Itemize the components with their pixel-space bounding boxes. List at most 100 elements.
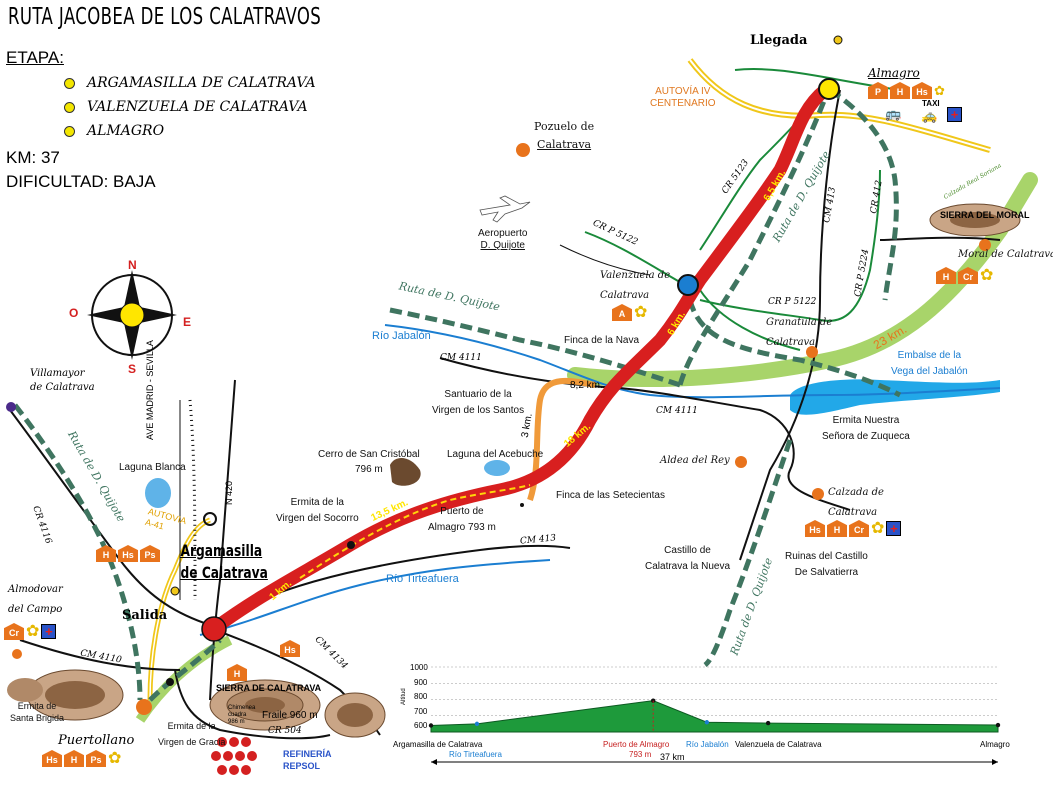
profile-label-jabalon: Río Jabalón bbox=[686, 740, 729, 749]
profile-point bbox=[995, 722, 1001, 728]
stage-dot-icon bbox=[64, 101, 75, 113]
llegada-marker bbox=[833, 35, 843, 45]
profile-point bbox=[428, 723, 434, 728]
profile-label-puerto-alt: 793 m bbox=[629, 750, 652, 759]
almodovar-marker bbox=[12, 649, 22, 659]
rio-tirteafuera-label: Río Tirteafuera bbox=[386, 573, 459, 585]
taxi-label: TAXI bbox=[922, 99, 940, 108]
road-cm4111 bbox=[439, 357, 851, 511]
laguna-acebuche-label: Laguna del Acebuche bbox=[447, 449, 544, 460]
road-label: CR 504 bbox=[268, 726, 302, 736]
profile-label-valenzuela: Valenzuela de Calatrava bbox=[735, 740, 822, 749]
laguna-acebuche-shape bbox=[484, 460, 510, 476]
profile-area bbox=[430, 700, 999, 733]
road-cr4116 bbox=[9, 409, 211, 626]
salida-services: Hs bbox=[280, 640, 302, 658]
salida-label: Salida bbox=[122, 608, 168, 623]
profile-ytick: 600 bbox=[414, 721, 428, 730]
ruta-quijote-west bbox=[389, 307, 681, 388]
rio-tirteafuera-line bbox=[199, 559, 551, 636]
ruta-quijote-east bbox=[828, 87, 899, 301]
road-sierra-moral bbox=[879, 236, 1001, 241]
road-granatula bbox=[699, 289, 801, 351]
health-center-icon: + bbox=[945, 106, 962, 124]
tourist-info-icon: ✿ bbox=[934, 83, 945, 98]
fraile-label: Fraile 960 m bbox=[262, 710, 318, 721]
aldea-rey-label: Aldea del Rey bbox=[660, 455, 730, 466]
compass-rose-icon bbox=[87, 270, 177, 360]
stage-item: ALMAGRO bbox=[64, 123, 164, 139]
taxi-icon: 🚕 bbox=[921, 108, 938, 123]
moral-label: Moral de Calatrava bbox=[958, 249, 1053, 260]
profile-point bbox=[474, 721, 480, 727]
road-label: CM 4111 bbox=[656, 406, 698, 416]
autovia-iv-inner bbox=[689, 59, 991, 151]
ruta-quijote-salida bbox=[148, 638, 222, 702]
hotel-icon: H bbox=[890, 82, 910, 99]
rio-jabalon-label: Río Jabalón bbox=[372, 330, 431, 342]
profile-total: 37 km bbox=[660, 752, 685, 762]
profile-arrow-right bbox=[992, 759, 998, 765]
health-center-icon: + bbox=[41, 624, 57, 639]
compass-s: S bbox=[128, 362, 137, 376]
profile-label-almagro: Almagro bbox=[980, 740, 1010, 749]
embalse-vega-jabalon bbox=[790, 379, 1000, 415]
profile-ytick: 1000 bbox=[410, 663, 428, 672]
main-route-dashes bbox=[299, 484, 531, 579]
stage-dot-icon bbox=[64, 77, 75, 89]
stage-item: VALENZUELA DE CALATRAVA bbox=[64, 99, 308, 115]
tourist-info-icon: ✿ bbox=[980, 267, 994, 284]
stage-label: VALENZUELA DE CALATRAVA bbox=[87, 99, 308, 115]
tourist-info-icon: ✿ bbox=[871, 520, 885, 537]
granatula-marker bbox=[806, 346, 818, 358]
ermita-gracia-marker bbox=[166, 678, 174, 686]
compass-o: O bbox=[69, 306, 79, 320]
llegada-label: Llegada bbox=[750, 33, 808, 48]
profile-ylabel: Altitud bbox=[401, 688, 407, 705]
tourist-info-icon: ✿ bbox=[26, 623, 40, 640]
road-cm4110 bbox=[19, 639, 181, 671]
puerto-marker bbox=[520, 503, 524, 507]
pozuelo-marker bbox=[516, 143, 530, 157]
stage-item: ARGAMASILLA DE CALATRAVA bbox=[64, 75, 316, 91]
apartment-icon: A bbox=[612, 304, 632, 321]
road-label: CR P 5122 bbox=[768, 297, 817, 307]
almodovar-services: Cr✿+ bbox=[4, 621, 57, 641]
road-cm413-south bbox=[259, 544, 571, 601]
sierra-moral-mountains bbox=[929, 203, 1021, 237]
sierra-moral-label: SIERRA DEL MORAL bbox=[940, 210, 1030, 220]
n420-junction bbox=[203, 512, 217, 526]
stage-label: ALMAGRO bbox=[87, 123, 165, 139]
profile-label-tirteafuera: Río Tirteafuera bbox=[449, 750, 502, 759]
road-label: CM 4111 bbox=[440, 353, 482, 363]
finca-nava-label: Finca de la Nava bbox=[564, 335, 640, 346]
laguna-blanca-shape bbox=[145, 478, 171, 508]
almagro-marker bbox=[818, 78, 840, 100]
laguna-blanca-label: Laguna Blanca bbox=[119, 462, 186, 473]
bus-icon: 🚌 bbox=[885, 106, 902, 121]
road-crp5122-north bbox=[584, 231, 686, 286]
airplane-icon bbox=[479, 195, 531, 223]
rio-jabalon-line bbox=[384, 324, 1001, 399]
puertollano-label: Puertollano bbox=[58, 733, 135, 748]
stage-dot-icon bbox=[64, 125, 75, 137]
etapa-label: ETAPA: bbox=[6, 48, 64, 67]
profile-point bbox=[704, 720, 710, 725]
profile-label-argamasilla: Argamasilla de Calatrava bbox=[393, 740, 483, 749]
